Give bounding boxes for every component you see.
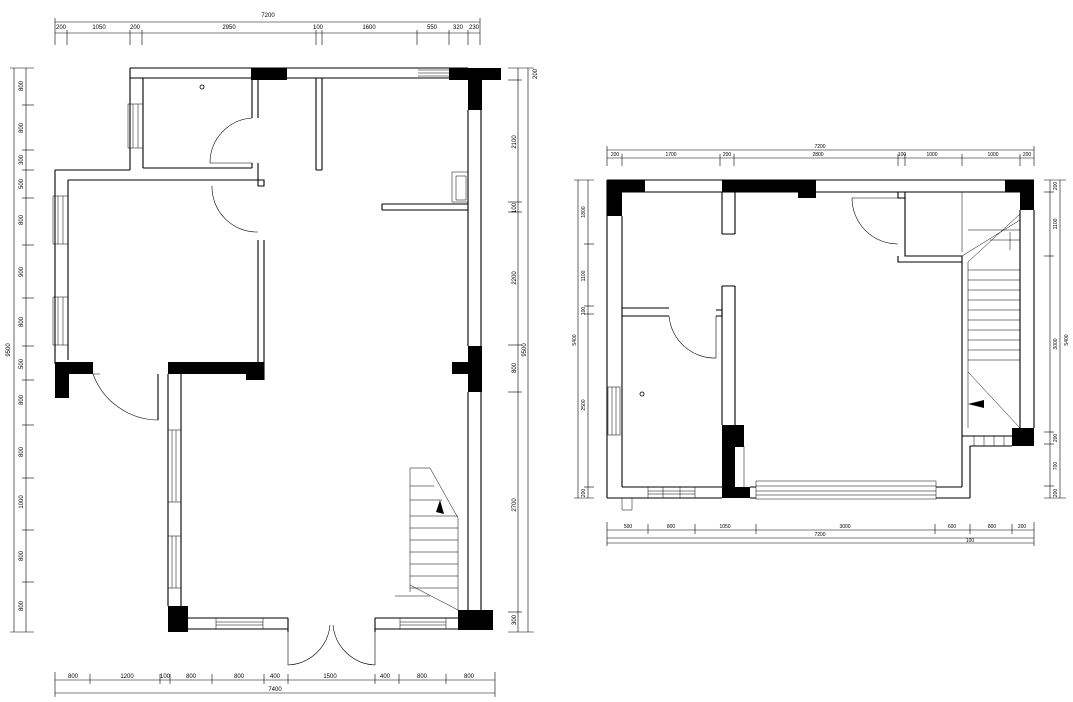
upper-bottom-seg-dim: 1050 — [719, 524, 730, 530]
ground-left-seg-dim: 500 — [19, 178, 25, 189]
ground-dims-bottom: 800 1200 100 800 800 400 1500 400 800 80… — [54, 672, 496, 697]
upper-left-seg-dim: 100 — [581, 307, 587, 316]
ground-top-seg-dim: 200 — [56, 25, 67, 31]
ground-bottom-seg-dim: 100 — [160, 674, 171, 680]
ground-bottom-seg-dim: 800 — [68, 674, 79, 680]
ground-walls — [52, 67, 501, 666]
upper-walls — [606, 179, 1035, 511]
ground-left-seg-dim: 800 — [19, 446, 25, 457]
ground-left-seg-dim: 800 — [19, 214, 25, 225]
ground-bottom-seg-dim: 800 — [464, 674, 475, 680]
upper-bottom-seg-dim: 800 — [667, 524, 676, 530]
ground-right-seg-dim: 2700 — [512, 498, 518, 512]
ground-top-overall-dim: 7200 — [261, 13, 275, 19]
ground-left-seg-dim: 800 — [19, 80, 25, 91]
upper-top-seg-dim: 200 — [723, 152, 732, 158]
upper-top-seg-dim: 1700 — [665, 152, 676, 158]
upper-right-seg-dim: 3000 — [1053, 338, 1059, 349]
ground-top-seg-dim: 550 — [427, 25, 438, 31]
ground-bottom-seg-dim: 1200 — [120, 674, 134, 680]
upper-top-seg-dim: 2800 — [812, 152, 823, 158]
upper-bottom-seg-dim: 200 — [1018, 524, 1027, 530]
ground-left-seg-dim: 1000 — [19, 495, 25, 509]
upper-bottom-overall-dim: 7200 — [814, 532, 825, 538]
ground-top-seg-dim: 100 — [313, 25, 324, 31]
upper-bottom-seg-dim: 500 — [624, 524, 633, 530]
ground-right-seg-dim: 200 — [533, 68, 539, 79]
ground-bottom-seg-dim: 1500 — [323, 674, 337, 680]
ground-left-seg-dim: 500 — [19, 358, 25, 369]
ground-left-seg-dim: 800 — [19, 600, 25, 611]
ground-left-seg-dim: 900 — [19, 266, 25, 277]
upper-top-seg-dim: 200 — [611, 152, 620, 158]
ground-left-seg-dim: 800 — [19, 316, 25, 327]
ground-top-seg-dim: 320 — [453, 25, 464, 31]
ground-dims-top: 7200 200 1050 200 2950 100 1600 550 320 … — [54, 13, 481, 45]
upper-floor-plan: 7200 200 1700 200 2800 100 1000 1000 200… — [572, 144, 1070, 546]
upper-left-seg-dim: 1100 — [581, 270, 587, 281]
ground-top-seg-dim: 1050 — [92, 25, 106, 31]
upper-right-seg-dim: 200 — [1053, 434, 1059, 443]
ground-bottom-seg-dim: 800 — [417, 674, 428, 680]
ground-right-seg-dim: 2200 — [512, 271, 518, 285]
upper-right-seg-dim: 700 — [1053, 462, 1059, 471]
ground-bottom-seg-dim: 400 — [380, 674, 391, 680]
ground-top-seg-dim: 2950 — [222, 25, 236, 31]
upper-left-overall-dim: 5400 — [572, 334, 578, 345]
ground-right-seg-dim: 100 — [512, 202, 518, 213]
ground-left-seg-dim: 300 — [19, 154, 25, 165]
ground-left-overall-dim: 9500 — [6, 343, 12, 357]
upper-top-overall-dim: 7200 — [814, 144, 825, 150]
ground-staircase — [395, 467, 459, 611]
upper-dims-top: 7200 200 1700 200 2800 100 1000 1000 200 — [606, 144, 1035, 166]
upper-staircase — [961, 192, 1021, 446]
upper-bottom-overall-secondary-dim: 100 — [966, 538, 975, 544]
ground-left-seg-dim: 800 — [19, 122, 25, 133]
ground-top-seg-dim: 1600 — [362, 25, 376, 31]
ground-bottom-seg-dim: 800 — [234, 674, 245, 680]
ground-right-seg-dim: 2100 — [512, 135, 518, 149]
upper-bottom-seg-dim: 800 — [988, 524, 997, 530]
upper-left-seg-dim: 200 — [581, 489, 587, 498]
ground-left-seg-dim: 800 — [19, 550, 25, 561]
upper-right-seg-dim: 1100 — [1053, 218, 1059, 229]
upper-left-seg-dim: 2500 — [581, 399, 587, 410]
upper-left-seg-dim: 1800 — [581, 206, 587, 217]
ground-dims-right: 200 2100 100 2200 9500 800 2700 300 — [508, 67, 539, 633]
ground-right-seg-dim: 300 — [512, 614, 518, 625]
upper-bottom-seg-dim: 600 — [948, 524, 957, 530]
upper-dims-left: 1800 1100 100 5400 2500 200 — [572, 179, 594, 499]
upper-right-seg-dim: 200 — [1053, 182, 1059, 191]
upper-top-seg-dim: 1000 — [926, 152, 937, 158]
ground-bottom-seg-dim: 800 — [186, 674, 197, 680]
upper-top-seg-dim: 1000 — [987, 152, 998, 158]
upper-dims-right: 200 1100 3000 5400 200 700 200 — [1044, 179, 1070, 499]
ground-right-seg-dim: 800 — [512, 362, 518, 373]
ground-left-seg-dim: 800 — [19, 394, 25, 405]
ground-bottom-overall-dim: 7400 — [268, 687, 282, 693]
upper-dims-bottom: 500 800 1050 3000 600 800 200 7200 100 — [606, 522, 1035, 546]
ground-bottom-seg-dim: 400 — [270, 674, 281, 680]
upper-top-seg-dim: 200 — [1023, 152, 1032, 158]
ground-dims-left: 9500 800 800 300 500 800 900 800 500 800… — [6, 67, 34, 633]
upper-right-seg-dim: 200 — [1053, 489, 1059, 498]
ground-right-overall-dim: 9500 — [522, 343, 528, 357]
ground-floor-plan: 7200 200 1050 200 2950 100 1600 550 320 … — [6, 13, 539, 697]
upper-bottom-seg-dim: 3000 — [839, 524, 850, 530]
ground-top-seg-dim: 200 — [130, 25, 141, 31]
upper-right-overall-dim: 5400 — [1064, 334, 1070, 345]
upper-top-seg-dim: 100 — [898, 152, 907, 158]
ground-top-seg-dim: 230 — [469, 25, 480, 31]
